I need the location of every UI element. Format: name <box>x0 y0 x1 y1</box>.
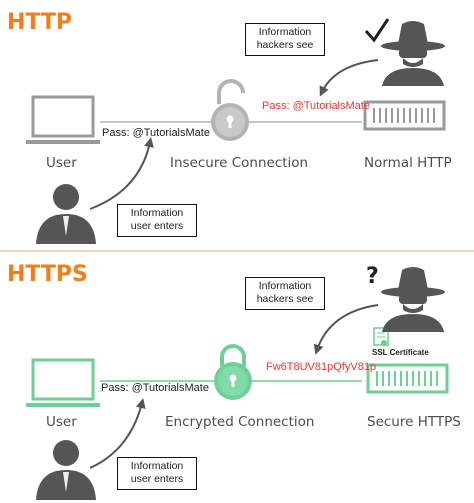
user-label: User <box>46 155 77 171</box>
callout-line: Information <box>130 460 184 472</box>
hacker-icon <box>381 21 445 86</box>
user-icon <box>36 184 96 244</box>
callout-line: hackers see <box>256 39 314 51</box>
secure-server-icon <box>366 363 449 394</box>
http-title: HTTP <box>7 10 73 35</box>
ciphertext: Fw6T8UV81pQfyV81p <box>266 361 377 373</box>
hacker-icon <box>381 267 445 332</box>
user-input-arrow <box>89 137 154 210</box>
certificate-label: SSL Certificate <box>372 348 429 357</box>
user-input-arrow <box>89 398 146 469</box>
user-icon <box>36 440 96 500</box>
hacker-view-arrow <box>313 304 379 355</box>
https-title: HTTPS <box>7 262 88 287</box>
checkmark-icon <box>364 18 390 43</box>
callout-line: Information <box>258 280 312 292</box>
laptop-icon <box>26 95 100 144</box>
password-text: Pass: @TutorialsMate <box>102 127 210 139</box>
connection-label: Encrypted Connection <box>165 414 315 430</box>
server-icon <box>363 100 446 131</box>
callout-line: hackers see <box>256 293 314 305</box>
hacker-sees-text: Pass: @TutorialsMate <box>262 100 370 112</box>
callout-line: user enters <box>130 473 184 485</box>
laptop-icon <box>26 358 100 407</box>
hacker-view-arrow <box>319 59 379 97</box>
password-text: Pass: @TutorialsMate <box>101 382 209 394</box>
callout-line: user enters <box>130 220 184 232</box>
user-label: User <box>46 414 77 430</box>
user-info-callout: Information user enters <box>117 204 197 237</box>
server-label: Normal HTTP <box>364 155 452 171</box>
callout-line: Information <box>258 26 312 38</box>
hacker-info-callout: Information hackers see <box>245 277 325 310</box>
server-label: Secure HTTPS <box>367 414 461 430</box>
open-padlock-icon <box>211 79 249 141</box>
user-info-callout: Information user enters <box>117 457 197 490</box>
certificate-icon <box>373 327 389 346</box>
hacker-info-callout: Information hackers see <box>245 23 325 56</box>
closed-padlock-icon <box>214 344 252 400</box>
connection-label: Insecure Connection <box>170 155 309 171</box>
callout-line: Information <box>130 207 184 219</box>
question-mark-icon: ? <box>366 264 379 289</box>
